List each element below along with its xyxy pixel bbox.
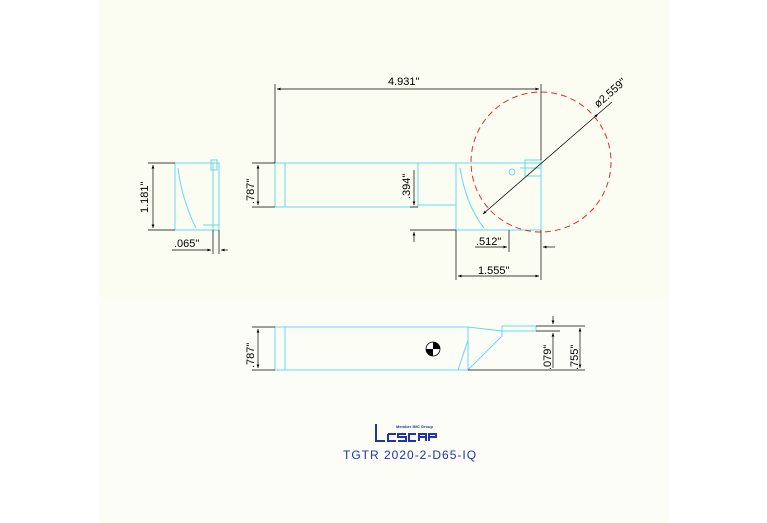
front-view-dims [252, 316, 585, 371]
logo-tagline: Member IMC Group [396, 424, 433, 429]
dim-side-thickness: .065" [174, 238, 199, 250]
paper-bottom-panel [99, 298, 669, 523]
dim-step-height: .394" [401, 174, 413, 199]
top-view-dims [252, 84, 613, 280]
dim-insert-length: 1.555" [478, 265, 510, 277]
center-mark [425, 341, 441, 357]
iscar-logo-icon [375, 424, 437, 442]
part-number-title: TGTR 2020-2-D65-IQ [343, 448, 477, 462]
dim-shank-height-top: .787" [245, 179, 257, 204]
dim-insert-width: .512" [476, 236, 501, 248]
dim-shank-height-bottom: .787" [245, 343, 257, 368]
side-view [174, 159, 220, 231]
side-view-dims [148, 162, 228, 254]
cutter-circle [470, 91, 612, 233]
dim-blade-height: .755" [569, 345, 581, 370]
dim-overall-length: 4.931" [388, 76, 420, 88]
dim-side-height: 1.181" [139, 181, 151, 213]
paper-top-panel [99, 0, 669, 298]
dim-blade-offset: .079" [542, 345, 554, 370]
